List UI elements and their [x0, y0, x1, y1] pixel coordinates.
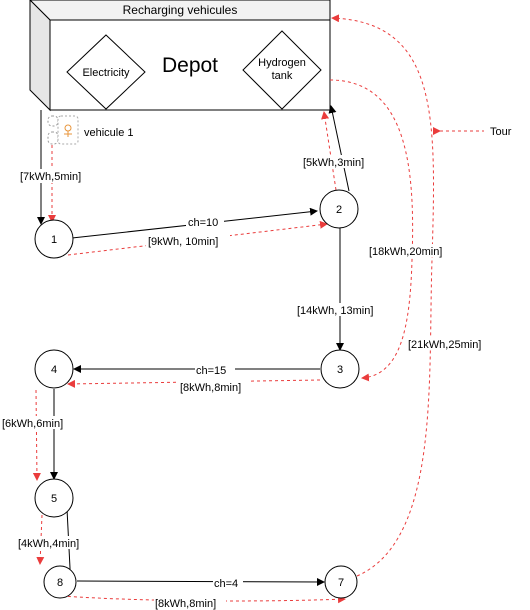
edge-labels: [7kWh,5min] ch=10 [9kWh, 10min] [5kWh,3m…	[1, 155, 491, 610]
label-2-3: [14kWh, 13min]	[297, 305, 373, 317]
label-8-7: [8kWh,8min]	[155, 598, 216, 610]
node-2-label: 2	[336, 204, 342, 216]
hydrogen-label-2: tank	[272, 70, 293, 82]
tour-2-depot	[321, 111, 337, 191]
node-7: 7	[324, 565, 358, 599]
label-1-2: [9kWh, 10min]	[148, 236, 218, 248]
tour-depot-3	[329, 79, 414, 382]
electricity-label: Electricity	[82, 67, 130, 79]
label-d-1: [7kWh,5min]	[20, 171, 81, 183]
hydrogen-diamond	[242, 30, 322, 110]
node-5: 5	[34, 478, 74, 518]
label-ch-1-2: ch=10	[188, 217, 218, 229]
depot-title: Depot	[162, 54, 218, 77]
tour-4-5	[32, 389, 41, 481]
node-1: 1	[34, 219, 74, 259]
depot-box: Recharging vehicules Depot Electricity H…	[29, 0, 331, 112]
node-4-label: 4	[51, 364, 57, 376]
label-7-depot: [21kWh,25min]	[408, 339, 481, 351]
edge-8-7	[76, 577, 325, 586]
node-2: 2	[319, 189, 359, 229]
depot-top-label: Recharging vehicules	[123, 3, 238, 17]
electricity-diamond	[66, 34, 146, 110]
label-4-5: [6kWh,6min]	[2, 418, 63, 430]
legend-tour-label: Tour	[490, 126, 512, 138]
node-8-label: 8	[57, 577, 63, 589]
node-1-label: 1	[51, 234, 57, 246]
node-5-label: 5	[51, 493, 57, 505]
tour-7-depot	[331, 14, 434, 577]
hydrogen-label-1: Hydrogen	[258, 57, 306, 69]
node-3-label: 3	[337, 364, 343, 376]
node-4: 4	[34, 349, 74, 389]
node-7-label: 7	[338, 577, 344, 589]
label-3-4: [8kWh,8min]	[180, 382, 241, 394]
label-2-depot: [5kWh,3min]	[303, 157, 364, 169]
label-depot-3: [18kWh,20min]	[369, 246, 442, 258]
label-ch-8-7: ch=4	[214, 578, 238, 590]
edge-2-depot	[328, 105, 350, 192]
node-3: 3	[320, 349, 360, 389]
vehicle-label: vehicule 1	[84, 127, 134, 139]
label-ch-3-4: ch=15	[196, 365, 226, 377]
label-5-8: [4kWh,4min]	[18, 538, 79, 550]
vehicle-icon	[47, 115, 79, 145]
node-8: 8	[43, 565, 77, 599]
tour-1-2	[67, 220, 328, 256]
